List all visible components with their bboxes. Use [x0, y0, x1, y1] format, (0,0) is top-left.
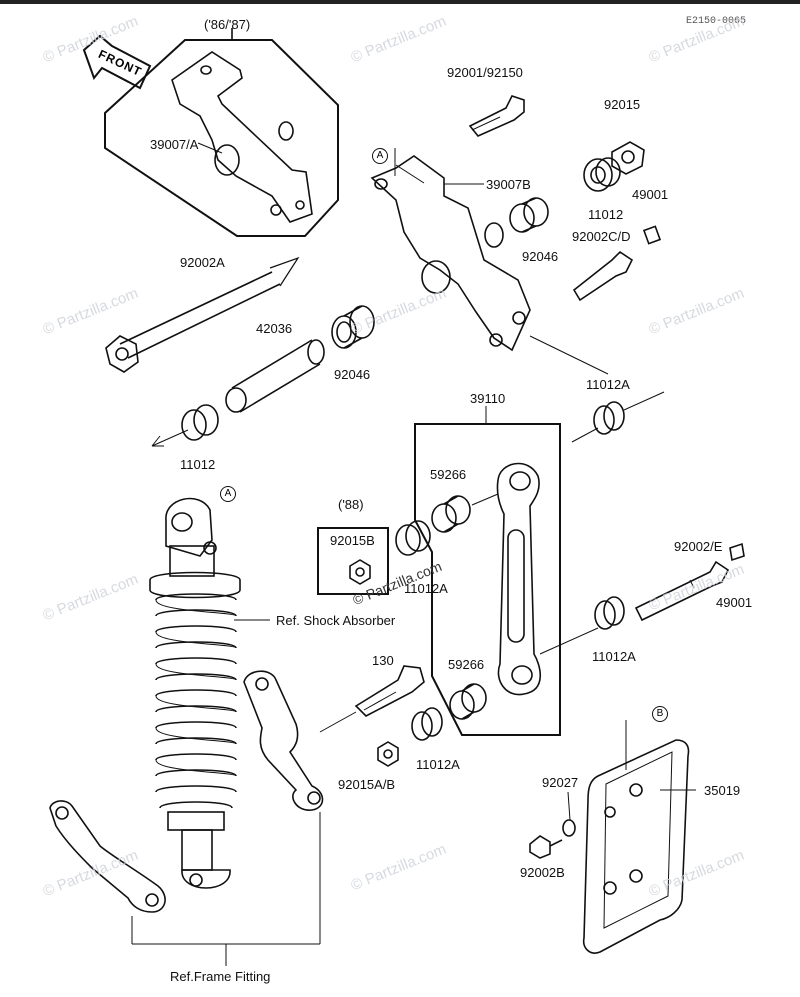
label-11012a-mid: 11012A	[404, 581, 448, 596]
label-11012-left: 11012	[180, 457, 216, 472]
label-130: 130	[372, 653, 394, 668]
nut-92015-top	[611, 141, 645, 175]
label-ref-shock-absorber: Ref. Shock Absorber	[276, 613, 396, 628]
label-year-86-87: ('86/'87)	[204, 17, 251, 32]
label-92002e: 92002/E	[674, 539, 723, 554]
label-35019: 35019	[704, 783, 741, 798]
label-42036: 42036	[256, 321, 293, 336]
label-59266-bottom: 59266	[448, 657, 485, 672]
seal-11012a-bottom	[411, 707, 443, 741]
top-border-strip	[0, 0, 800, 4]
label-92002b: 92002B	[520, 865, 565, 880]
rocker-arm-39007b-group	[370, 148, 609, 375]
label-92015-top: 92015	[604, 97, 641, 112]
link-39110-outline	[414, 423, 561, 736]
bolt-92002cd	[572, 250, 634, 302]
label-ref-frame-fitting: Ref.Frame Fitting	[170, 969, 271, 984]
bushing-92046-top	[509, 197, 549, 233]
bracket-86-87-group	[104, 28, 339, 237]
bolt-130	[319, 665, 425, 733]
washer-92027	[562, 791, 576, 837]
label-92002cd: 92002C/D	[572, 229, 631, 244]
variant-outline-86-87	[104, 39, 339, 237]
bushing-59266-bottom	[449, 683, 487, 720]
bolt-92002e	[634, 560, 730, 622]
label-11012-top: 11012	[588, 207, 624, 222]
figure-code: E2150-0065	[686, 16, 747, 27]
label-11012a-lowright: 11012A	[592, 649, 636, 664]
seal-11012a-lower-right	[594, 596, 625, 630]
link-39110-group	[414, 406, 599, 736]
frame-plate-right	[243, 670, 324, 811]
label-year-88: ('88)	[338, 497, 364, 512]
front-arrow-graphic	[82, 34, 152, 90]
label-92046-mid: 92046	[334, 367, 371, 382]
label-92027: 92027	[542, 775, 579, 790]
axle-92002a	[105, 256, 300, 373]
label-49001-right: 49001	[716, 595, 753, 610]
label-39007b: 39007B	[486, 177, 531, 192]
collar-42036	[225, 339, 325, 413]
label-11012a-right: 11012A	[586, 377, 630, 392]
label-92015b: 92015B	[330, 533, 375, 548]
bolt-92002b	[529, 835, 563, 859]
leader-39007a	[197, 142, 223, 154]
nut-92015ab	[377, 741, 399, 767]
label-49001-top: 49001	[632, 187, 669, 202]
callout-a-shock: A	[220, 486, 236, 502]
shock-absorber-group	[149, 497, 270, 889]
bolt-92001	[468, 95, 525, 137]
label-92001-92150: 92001/92150	[447, 65, 523, 80]
fitting-49001-right	[729, 542, 745, 562]
label-92002a: 92002A	[180, 255, 225, 270]
label-39110: 39110	[470, 391, 506, 406]
frame-plate-left	[49, 800, 166, 913]
callout-b: B	[652, 706, 668, 722]
label-92046-top: 92046	[522, 249, 559, 264]
label-59266-top: 59266	[430, 467, 467, 482]
cover-35019-group	[582, 720, 696, 954]
label-92015ab: 92015A/B	[338, 777, 396, 792]
frame-fitting-leader	[131, 812, 321, 966]
seal-11012-top	[583, 157, 621, 192]
variant-box-88	[317, 527, 389, 595]
variant-88-group	[317, 527, 389, 595]
seal-11012a-mid	[395, 520, 431, 556]
bushing-59266-top	[431, 495, 471, 533]
label-11012a-bottom: 11012A	[416, 757, 460, 772]
seal-11012-left	[151, 404, 219, 447]
fitting-49001-top	[642, 225, 662, 245]
seal-11012a-right-top	[571, 391, 665, 443]
label-39007a: 39007/A	[150, 137, 199, 152]
rocker-arm-39007a	[171, 51, 313, 223]
bushing-92046-mid	[331, 305, 375, 349]
callout-a-top: A	[372, 148, 388, 164]
